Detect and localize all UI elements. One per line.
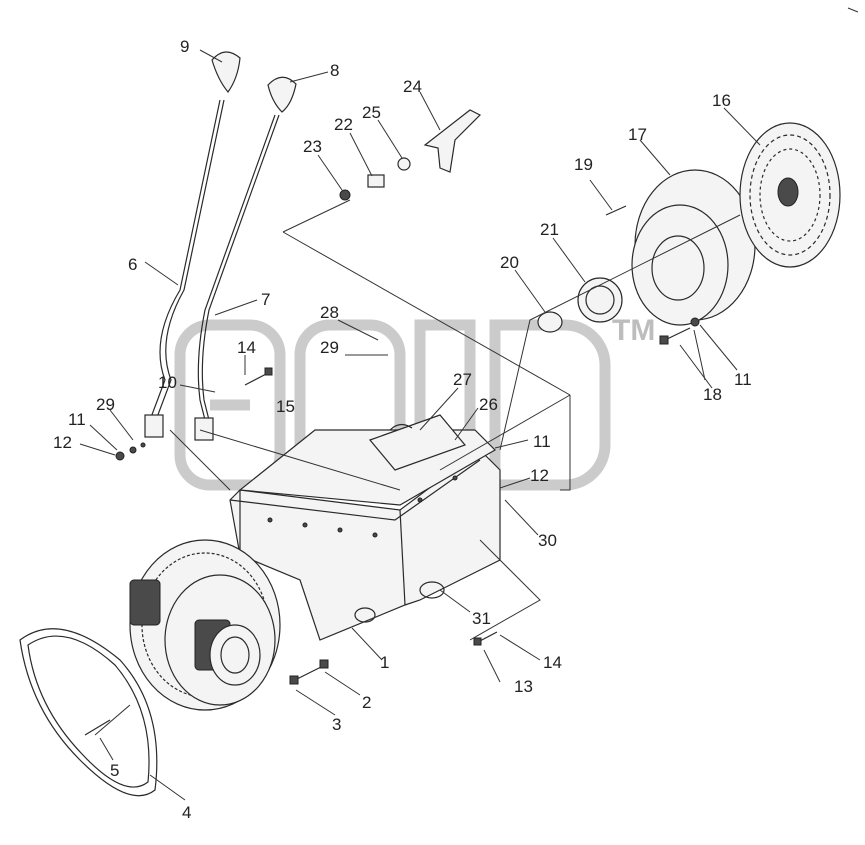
callout-29-top: 29 [320, 338, 339, 357]
callout-26: 26 [479, 395, 498, 414]
callout-13: 13 [514, 677, 533, 696]
callout-23: 23 [303, 137, 322, 156]
callout-28: 28 [320, 303, 339, 322]
knob-9 [211, 51, 241, 93]
release-bearing [537, 277, 623, 333]
callout-30: 30 [538, 531, 557, 550]
corner-mark [847, 7, 859, 13]
bottom-bolts [473, 631, 498, 646]
callout-19: 19 [574, 155, 593, 174]
watermark: TM [174, 314, 655, 491]
watermark-tm: TM [612, 314, 655, 347]
assembly-lines [94, 199, 741, 736]
right-bolts [659, 317, 700, 345]
callout-11-right: 11 [734, 370, 752, 389]
top-small-parts [339, 109, 482, 201]
pin-19 [605, 205, 627, 216]
knob-8 [267, 76, 297, 113]
callout-25: 25 [362, 103, 381, 122]
callout-2: 2 [362, 693, 371, 712]
callout-6: 6 [128, 255, 137, 274]
lever-24 [423, 109, 482, 173]
side-cover-gasket [19, 628, 158, 797]
callout-14-bottom: 14 [543, 653, 562, 672]
left-hardware [115, 367, 273, 461]
clutch-pressure-plate [631, 169, 756, 326]
callout-22: 22 [334, 115, 353, 134]
callout-29-left: 29 [96, 395, 115, 414]
callout-10: 10 [158, 373, 177, 392]
callout-9: 9 [180, 37, 189, 56]
callout-18: 18 [703, 385, 722, 404]
callout-31: 31 [472, 609, 491, 628]
callout-15: 15 [276, 397, 295, 416]
callout-1: 1 [380, 653, 389, 672]
callout-14-top: 14 [237, 338, 256, 357]
cover-plate [368, 414, 467, 471]
callout-leaders [79, 49, 761, 801]
callout-3: 3 [332, 715, 341, 734]
callout-11-left: 11 [68, 410, 86, 429]
callout-labels: 9 8 24 22 25 23 16 17 19 21 20 6 7 28 29… [53, 37, 752, 822]
callout-20: 20 [500, 253, 519, 272]
callout-7: 7 [261, 290, 270, 309]
callout-4: 4 [182, 803, 191, 822]
final-drive-assembly [129, 539, 281, 711]
callout-5: 5 [110, 761, 119, 780]
callout-24: 24 [403, 77, 422, 96]
housing-bolts [289, 659, 329, 685]
shift-levers [144, 51, 297, 441]
callout-8: 8 [330, 61, 339, 80]
callout-16: 16 [712, 91, 731, 110]
gearbox-housing [229, 429, 501, 641]
callout-12-left: 12 [53, 433, 72, 452]
callout-21: 21 [540, 220, 559, 239]
callout-11-mid: 11 [533, 432, 551, 451]
clutch-disc [739, 122, 841, 268]
callout-27: 27 [453, 370, 472, 389]
callout-17: 17 [628, 125, 647, 144]
callout-12-mid: 12 [530, 466, 549, 485]
